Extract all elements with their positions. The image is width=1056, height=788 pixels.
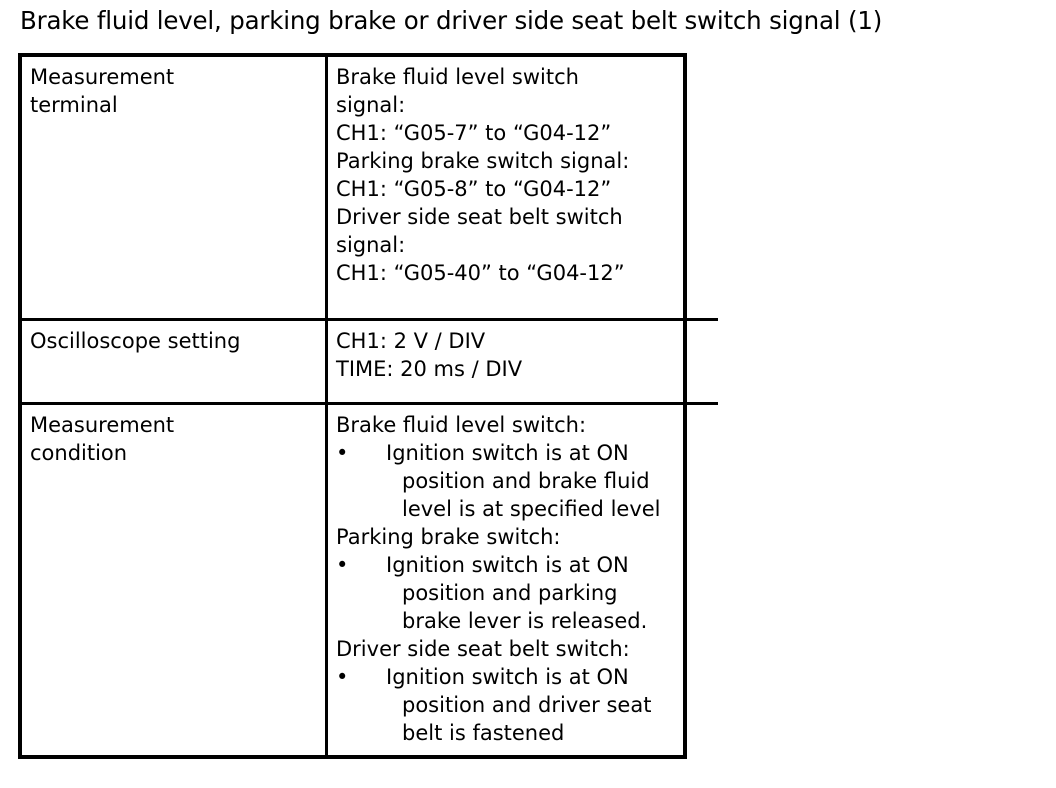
label-line: terminal	[30, 93, 118, 117]
row-label-measurement-terminal: Measurement terminal	[22, 57, 327, 320]
bullet-icon: •	[336, 553, 349, 577]
value-line: CH1: “G05-40” to “G04-12”	[336, 261, 625, 285]
bullet-icon: •	[336, 665, 349, 689]
condition-line: position and parking	[402, 581, 618, 605]
value-line: Driver side seat belt switch	[336, 205, 623, 229]
row-label-measurement-condition: Measurement condition	[22, 402, 327, 755]
value-line: CH1: “G05-8” to “G04-12”	[336, 177, 612, 201]
condition-group-parking-brake-switch: Parking brake switch: • Ignition switch …	[336, 523, 710, 635]
condition-line: Ignition switch is at ON	[386, 441, 629, 465]
condition-line: belt is fastened	[402, 721, 565, 745]
condition-bullet-item: • Ignition switch is at ON position and …	[336, 663, 710, 747]
label-line: Oscilloscope setting	[30, 329, 241, 353]
condition-group-brake-fluid-level-switch: Brake fluid level switch: • Ignition swi…	[336, 411, 710, 523]
row-value-measurement-terminal: Brake fluid level switch signal: CH1: “G…	[325, 57, 718, 320]
condition-line: Ignition switch is at ON	[386, 553, 629, 577]
bullet-icon: •	[336, 441, 349, 465]
row-value-oscilloscope-setting: CH1: 2 V / DIV TIME: 20 ms / DIV	[325, 318, 718, 404]
value-line: signal:	[336, 93, 406, 117]
value-line: CH1: “G05-7” to “G04-12”	[336, 121, 612, 145]
condition-line: position and brake fluid	[402, 469, 650, 493]
condition-bullet-item: • Ignition switch is at ON position and …	[336, 551, 710, 635]
condition-group-driver-side-seat-belt-switch: Driver side seat belt switch: • Ignition…	[336, 635, 710, 747]
row-value-measurement-condition: Brake fluid level switch: • Ignition swi…	[325, 402, 718, 755]
value-line: Brake fluid level switch	[336, 65, 579, 89]
condition-line: Ignition switch is at ON	[386, 665, 629, 689]
value-line: Parking brake switch signal:	[336, 149, 630, 173]
table-row-measurement-terminal: Measurement terminal Brake fluid level s…	[22, 57, 718, 320]
condition-line: position and driver seat	[402, 693, 652, 717]
specification-table: Measurement terminal Brake fluid level s…	[18, 53, 718, 759]
page-title: Brake fluid level, parking brake or driv…	[20, 6, 883, 35]
label-line: Measurement	[30, 65, 175, 89]
condition-bullet-item: • Ignition switch is at ON position and …	[336, 439, 710, 523]
condition-heading: Parking brake switch:	[336, 525, 561, 549]
value-line: CH1: 2 V / DIV	[336, 329, 486, 353]
row-label-oscilloscope-setting: Oscilloscope setting	[22, 318, 327, 404]
table-row-oscilloscope-setting: Oscilloscope setting CH1: 2 V / DIV TIME…	[22, 318, 718, 404]
label-line: Measurement	[30, 413, 175, 437]
condition-line: brake lever is released.	[402, 609, 648, 633]
value-line: TIME: 20 ms / DIV	[336, 357, 523, 381]
condition-line: level is at specified level	[402, 497, 661, 521]
label-line: condition	[30, 441, 128, 465]
value-line: signal:	[336, 233, 406, 257]
table-row-measurement-condition: Measurement condition Brake fluid level …	[22, 402, 718, 755]
condition-heading: Driver side seat belt switch:	[336, 637, 630, 661]
condition-heading: Brake fluid level switch:	[336, 413, 587, 437]
